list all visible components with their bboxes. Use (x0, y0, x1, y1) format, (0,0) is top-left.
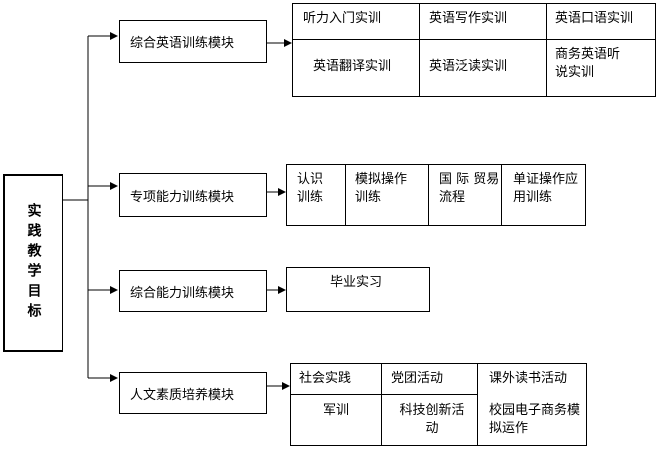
module-comprehensive-english: 综合英语训练模块 (119, 20, 267, 63)
root-label: 实践教学目标 (25, 203, 42, 323)
root-node: 实践教学目标 (3, 174, 63, 352)
module-comprehensive-ability: 综合能力训练模块 (119, 270, 267, 312)
item-cell: 英语泛读实训 (429, 59, 508, 74)
item-cell: 毕业实习 (330, 275, 383, 290)
item-cell: 党团活动 (391, 371, 444, 386)
item-cell: 单证操作应用训练 (513, 172, 579, 205)
module-humanities: 人文素质培养模块 (119, 372, 267, 414)
module-label: 综合英语训练模块 (130, 36, 235, 51)
item-group-specialized: 认识训练 模拟操作训练 国 际 贸易流程 单证操作应用训练 (286, 164, 586, 226)
item-cell: 课外读书活动 (489, 371, 568, 386)
item-cell: 社会实践 (299, 371, 352, 386)
item-cell: 科技创新活动 (399, 403, 465, 436)
item-cell: 模拟操作训练 (355, 172, 408, 205)
module-specialized-ability: 专项能力训练模块 (119, 173, 267, 217)
module-label: 人文素质培养模块 (130, 387, 235, 403)
module-label: 专项能力训练模块 (130, 189, 235, 205)
item-cell: 商务英语听说实训 (555, 47, 621, 80)
item-cell: 英语写作实训 (429, 11, 508, 26)
item-cell: 校园电子商务模拟运作 (489, 403, 581, 436)
item-cell: 认识训练 (297, 172, 324, 205)
item-cell: 听力入门实训 (303, 11, 382, 26)
item-group-english: 听力入门实训 英语写作实训 英语口语实训 英语翻译实训 英语泛读实训 商务英语听… (292, 3, 656, 97)
item-cell: 军训 (323, 403, 350, 418)
item-cell: 国 际 贸易流程 (439, 172, 500, 205)
item-cell: 英语口语实训 (555, 11, 634, 26)
item-group-comprehensive: 毕业实习 (286, 267, 430, 312)
item-cell: 英语翻译实训 (313, 59, 392, 74)
item-group-humanities: 社会实践 党团活动 课外读书活动 军训 科技创新活动 校园电子商务模拟运作 (290, 363, 587, 446)
module-label: 综合能力训练模块 (130, 285, 235, 301)
